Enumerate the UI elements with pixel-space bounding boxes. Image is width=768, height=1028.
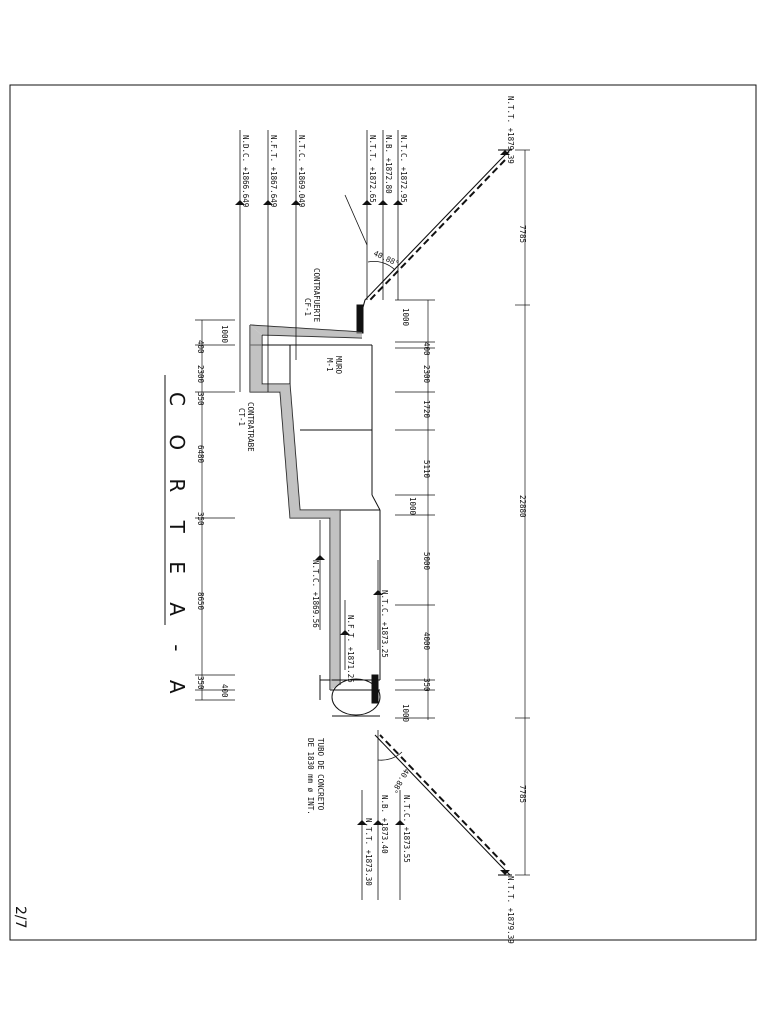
dim-left-1: 400 — [196, 340, 205, 354]
dim-outer-top: 7785 — [518, 225, 527, 243]
level-nb-left-a: N.B. +1872.80 — [384, 135, 393, 194]
label-contrafuerte-id: CF-1 — [303, 298, 312, 316]
page-number: 2/7 — [6, 906, 46, 946]
dim-right-0: 1000 — [401, 308, 410, 327]
dim-left-8: 400 — [220, 684, 229, 698]
level-ntt-top: N.T.T. +1879.39 — [506, 96, 515, 164]
level-ntt-right: N.T.T. +1873.30 — [364, 818, 373, 886]
channel-structure — [249, 304, 381, 704]
dim-right-5: 1000 — [408, 497, 417, 516]
dim-left-7: 350 — [196, 676, 205, 690]
concrete-pipe — [331, 678, 381, 717]
label-tubo-line2: DE 1830 mm ø INT. — [306, 738, 315, 815]
dim-outer-mid: 22880 — [518, 495, 527, 518]
page-number-text: 2/7 — [12, 906, 28, 929]
dim-left-2: 2300 — [196, 365, 205, 384]
level-ntc-left-a: N.T.C. +1872.95 — [399, 135, 408, 203]
level-nft-mid: N.F.T. +1871.25 — [346, 615, 355, 683]
concrete-hatch — [250, 325, 362, 690]
dim-outer-bottom: 7785 — [518, 785, 527, 803]
level-ntt-bottom: N.T.T. +1879.39 — [506, 876, 515, 944]
level-lines — [239, 130, 401, 900]
label-contratrabe-id: CT-1 — [237, 408, 246, 426]
dim-left-5: 350 — [196, 512, 205, 526]
level-ntc-mid: N.T.C. +1869.56 — [311, 560, 320, 628]
dim-left-6: 8650 — [196, 592, 205, 611]
dim-right-4: 5110 — [422, 460, 431, 479]
label-muro-id: M-1 — [325, 358, 334, 372]
label-contratrabe: CONTRATRABE — [246, 402, 255, 452]
dim-right-9: 1000 — [401, 704, 410, 723]
label-muro: MURO — [334, 356, 343, 375]
level-ndc-left-b: N.D.C. +1866.649 — [241, 135, 250, 207]
dimension-lines — [195, 149, 530, 876]
dim-right-8: 350 — [422, 678, 431, 692]
dim-right-3: 1720 — [422, 400, 431, 419]
section-title: C O R T E A - A — [165, 392, 189, 705]
level-ntc-left-b: N.T.C. +1869.049 — [297, 135, 306, 207]
label-tubo-line1: TUBO DE CONCRETO — [316, 738, 325, 811]
dim-right-1: 400 — [422, 342, 431, 356]
angle-bottom-label: 40.88° — [390, 767, 411, 795]
dim-right-7: 4000 — [422, 632, 431, 651]
dim-left-4: 6480 — [196, 445, 205, 464]
angle-arc-top — [367, 261, 396, 271]
level-ntt-left-a: N.T.T. +1872.65 — [368, 135, 377, 203]
dim-right-2: 2300 — [422, 365, 431, 384]
angle-top-label: 40.88° — [372, 249, 400, 269]
dim-left-0: 1000 — [220, 325, 229, 344]
level-nft-left-b: N.F.T. +1867.649 — [269, 135, 278, 207]
level-nb-right: N.B. +1873.40 — [380, 795, 389, 854]
dim-right-6: 5000 — [422, 552, 431, 571]
angle-arc-bottom — [377, 751, 403, 761]
label-contrafuerte: CONTRAFUERTE — [312, 268, 321, 323]
dim-left-3: 350 — [196, 392, 205, 406]
level-markers — [235, 150, 510, 875]
sheet-border — [9, 84, 757, 941]
level-ntc-right-mid: N.T.C. +1873.25 — [380, 590, 389, 658]
level-ntc-right: N.T.C. +1873.55 — [402, 795, 411, 863]
